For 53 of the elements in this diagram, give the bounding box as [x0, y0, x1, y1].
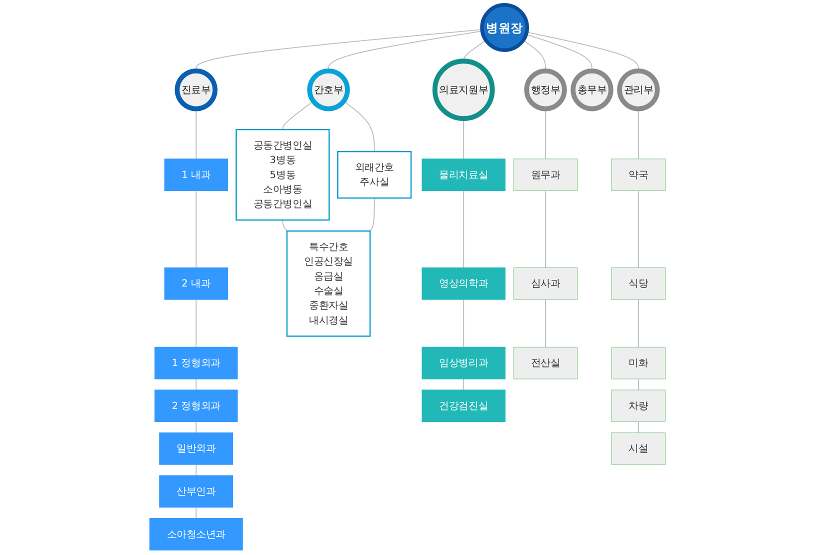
connector — [196, 421, 197, 434]
connector — [638, 190, 639, 268]
connector — [638, 378, 639, 390]
connector — [196, 506, 197, 519]
connector — [638, 421, 639, 434]
node-box: 공동간병인실 3병동 5병동 소아병동 공동간병인실 — [236, 128, 330, 221]
node-box: 물리치료실 — [422, 158, 506, 192]
node-box: 2 내과 — [164, 267, 228, 300]
node-circle: 총무부 — [570, 68, 614, 112]
node-box: 건강검진실 — [422, 390, 506, 422]
connector — [343, 100, 375, 152]
connector — [463, 190, 464, 268]
node-box: 전산실 — [513, 346, 578, 380]
node-box: 1 정형외과 — [154, 346, 238, 380]
connector — [526, 34, 592, 72]
connector — [196, 299, 197, 348]
node-box: 식당 — [611, 267, 666, 300]
connector — [370, 198, 375, 232]
node-box: 외래간호 주사실 — [337, 150, 412, 199]
node-box: 심사과 — [513, 267, 578, 300]
node-box: 미화 — [611, 346, 666, 380]
connector — [196, 464, 197, 476]
node-box: 일반외과 — [159, 432, 234, 465]
node-circle: 행정부 — [524, 68, 567, 112]
node-box: 약국 — [611, 158, 666, 192]
connector — [463, 299, 464, 348]
node-circle: 진료부 — [174, 68, 218, 112]
connector — [638, 299, 639, 348]
connector — [463, 118, 464, 160]
connector — [526, 32, 639, 72]
node-circle: 간호부 — [307, 68, 350, 112]
node-box: 영상의학과 — [422, 267, 506, 300]
connector — [282, 220, 288, 232]
connector — [522, 40, 546, 72]
connector — [463, 378, 464, 390]
node-circle: 병원장 — [480, 3, 530, 52]
node-box: 2 정형외과 — [154, 390, 238, 422]
node-box: 특수간호 인공신장실 응급실 수술실 중환자실 내시경실 — [286, 230, 371, 337]
node-box: 소아청소년과 — [149, 518, 243, 550]
node-box: 시설 — [611, 432, 666, 465]
node-box: 차량 — [611, 390, 666, 422]
connector — [196, 190, 197, 268]
connector — [545, 299, 546, 348]
node-box: 원무과 — [513, 158, 578, 192]
connector — [196, 378, 197, 390]
node-box: 1 내과 — [164, 158, 228, 192]
node-circle: 의료지원부 — [432, 58, 495, 122]
connector — [196, 29, 482, 72]
node-box: 임상병리과 — [422, 346, 506, 380]
node-circle: 관리부 — [617, 68, 660, 112]
connector — [282, 100, 314, 130]
node-box: 산부인과 — [159, 475, 234, 508]
connector — [545, 190, 546, 268]
